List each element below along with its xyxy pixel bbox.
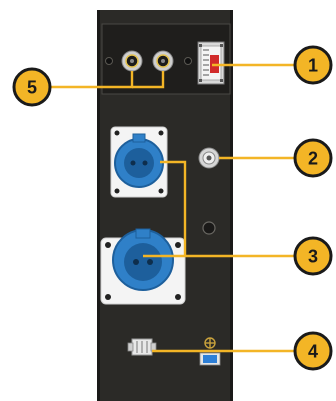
callout-label-4: 4 — [308, 342, 318, 362]
socket-small — [110, 126, 168, 198]
ground-clamp-icon — [127, 338, 157, 356]
ground-symbol-icon — [204, 337, 216, 349]
leader-line-5b — [132, 71, 165, 89]
callout-label-2: 2 — [308, 149, 318, 169]
leader-lines — [46, 63, 300, 353]
panel-edge-left — [97, 10, 100, 401]
socket-large — [100, 228, 186, 305]
switch-icon — [199, 352, 221, 366]
binding-post-icon — [198, 147, 220, 169]
callout-label-1: 1 — [308, 56, 318, 76]
rca-jack-left — [121, 50, 143, 72]
voltage-meter-icon — [197, 41, 225, 85]
callout-badge-3: 3 — [293, 236, 333, 276]
panel-hole — [202, 221, 216, 235]
callout-label-3: 3 — [308, 247, 318, 267]
callout-badge-5: 5 — [12, 67, 52, 107]
rca-jack-right — [152, 50, 174, 72]
leader-line-3a — [160, 160, 187, 256]
callout-badge-4: 4 — [293, 331, 333, 371]
panel-edge-right — [230, 10, 233, 401]
callout-badge-2: 2 — [293, 138, 333, 178]
callout-label-5: 5 — [27, 78, 37, 98]
callout-badge-1: 1 — [293, 45, 333, 85]
